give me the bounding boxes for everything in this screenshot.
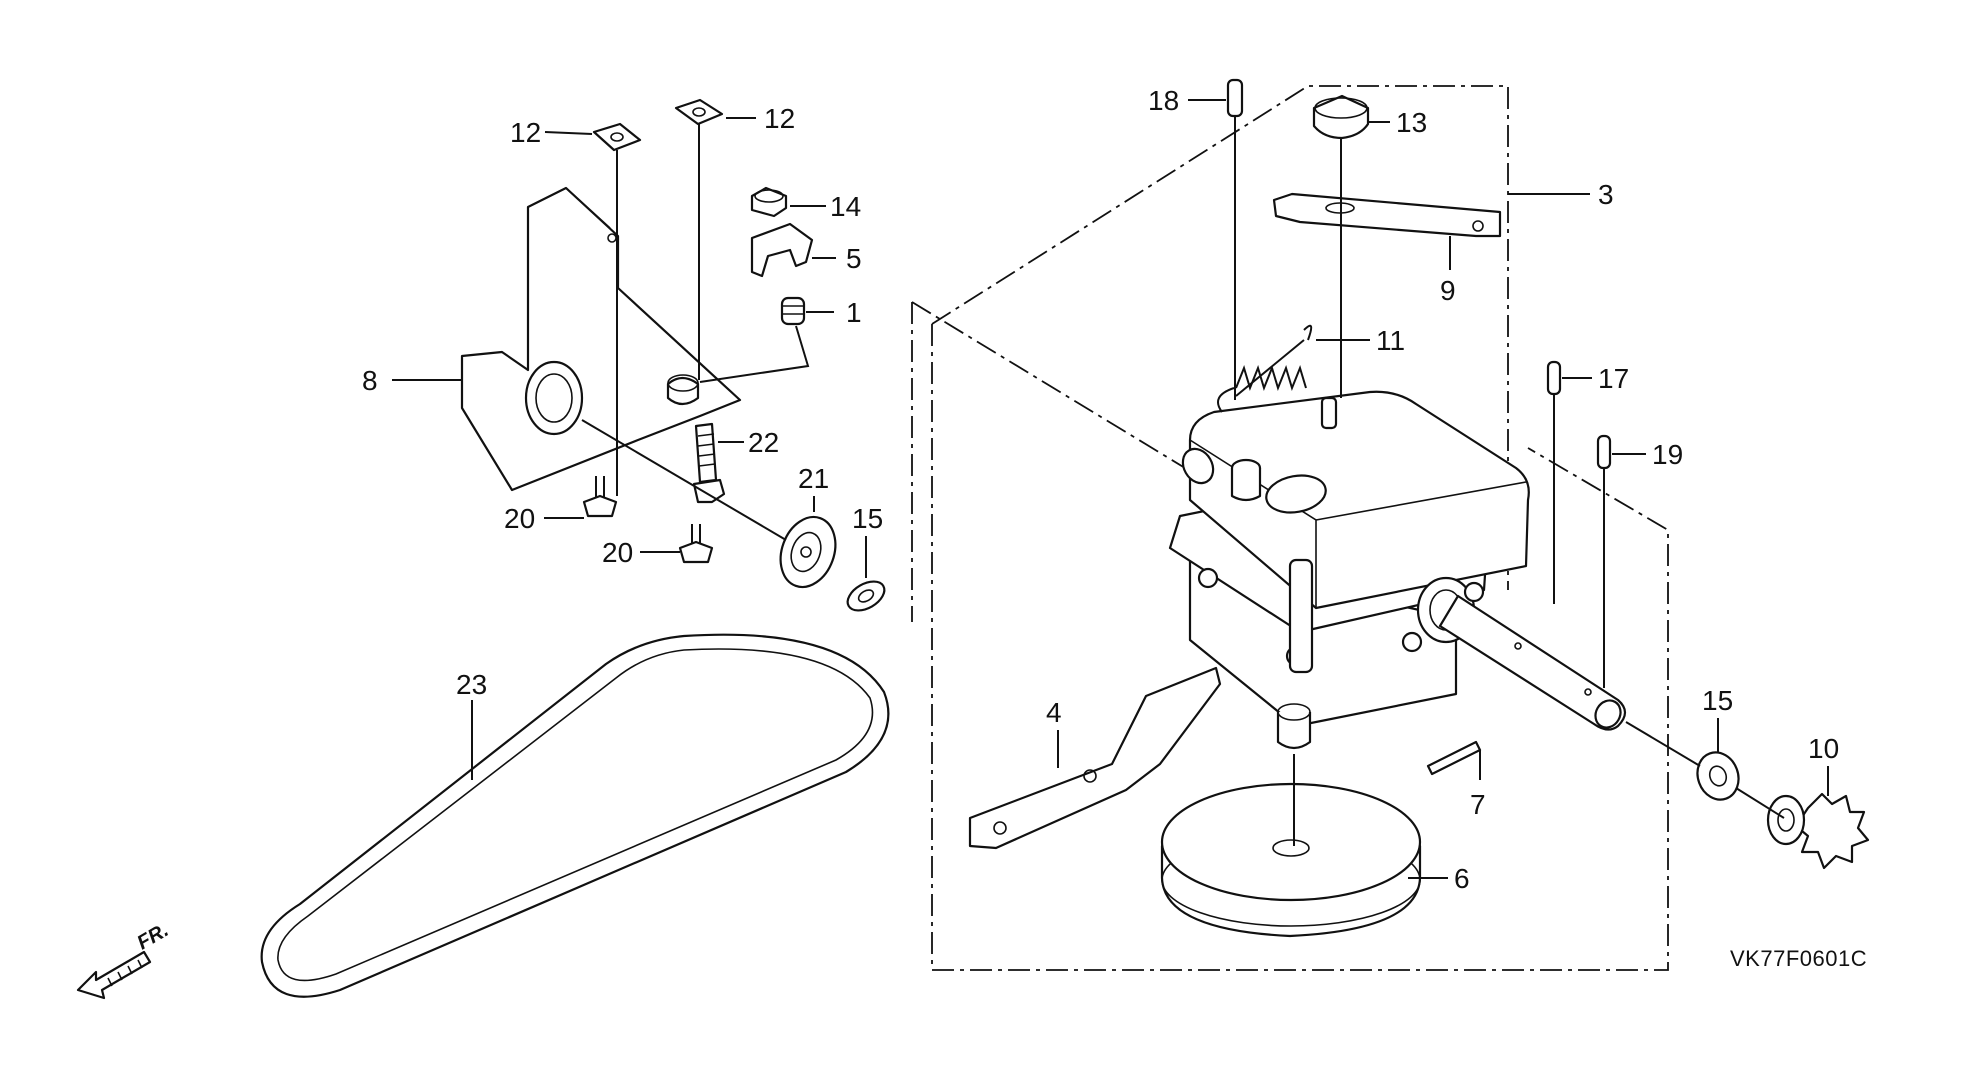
- part-lever-plate: [968, 666, 1222, 850]
- part-stud: [1320, 396, 1338, 430]
- callout-20-upper: 20: [504, 503, 535, 534]
- callout-13: 13: [1396, 107, 1427, 138]
- leader-lines: [392, 99, 1829, 879]
- callout-4: 4: [1046, 697, 1062, 728]
- part-flange-nut: [1312, 94, 1370, 140]
- callout-19: 19: [1652, 439, 1683, 470]
- callout-12-right: 12: [764, 103, 795, 134]
- front-label: FR.: [134, 919, 173, 954]
- part-pin-17: [1546, 360, 1562, 396]
- callout-8: 8: [362, 365, 378, 396]
- callout-1: 1: [846, 297, 862, 328]
- callout-15-right: 15: [1702, 685, 1733, 716]
- callout-7: 7: [1470, 789, 1486, 820]
- callout-21: 21: [798, 463, 829, 494]
- part-output-shaft: [1438, 594, 1627, 731]
- part-tension-arm: [1272, 192, 1502, 238]
- callout-labels: 1 3 4 5 6 7 8 9 10 11 12 12 13 14 15 15 …: [362, 85, 1839, 894]
- part-pin-19: [1596, 434, 1612, 470]
- callout-3: 3: [1598, 179, 1614, 210]
- diagram-code: VK77F0601C: [1730, 946, 1867, 971]
- callout-6: 6: [1454, 863, 1470, 894]
- part-transmission-housing: [1168, 390, 1530, 728]
- callout-23: 23: [456, 669, 487, 700]
- part-bolt-upper: [582, 476, 618, 518]
- part-clip-right: [674, 98, 724, 126]
- part-clip-left: [592, 122, 642, 152]
- front-marker: FR.: [76, 919, 173, 1000]
- part-spring-small: [780, 296, 806, 326]
- part-cable-holder: [750, 222, 814, 278]
- callout-17: 17: [1598, 363, 1629, 394]
- part-washer-right: [1696, 751, 1740, 801]
- assembly-outline: [911, 85, 1669, 971]
- callout-12-left: 12: [510, 117, 541, 148]
- callout-15-left: 15: [852, 503, 883, 534]
- part-drive-pulley: [1160, 782, 1422, 938]
- callout-22: 22: [748, 427, 779, 458]
- callout-18: 18: [1148, 85, 1179, 116]
- part-washer-left: [846, 580, 886, 612]
- part-v-belt: [260, 633, 890, 998]
- part-bolt-lower: [678, 524, 714, 564]
- part-key: [1426, 740, 1482, 776]
- part-screw: [692, 422, 726, 504]
- part-cap-nut: [750, 186, 788, 218]
- callout-5: 5: [846, 243, 862, 274]
- part-input-shaft: [1276, 703, 1312, 750]
- part-idler-pulley: [779, 515, 837, 589]
- callout-20-lower: 20: [602, 537, 633, 568]
- part-sprocket: [1766, 792, 1870, 870]
- part-pin-18: [1226, 78, 1244, 118]
- callout-10: 10: [1808, 733, 1839, 764]
- callout-14: 14: [830, 191, 861, 222]
- callout-9: 9: [1440, 275, 1456, 306]
- front-direction-arrow-icon: [76, 950, 152, 1000]
- part-bracket: [460, 186, 742, 492]
- callout-11: 11: [1376, 325, 1405, 356]
- part-tension-spring: [1217, 324, 1313, 413]
